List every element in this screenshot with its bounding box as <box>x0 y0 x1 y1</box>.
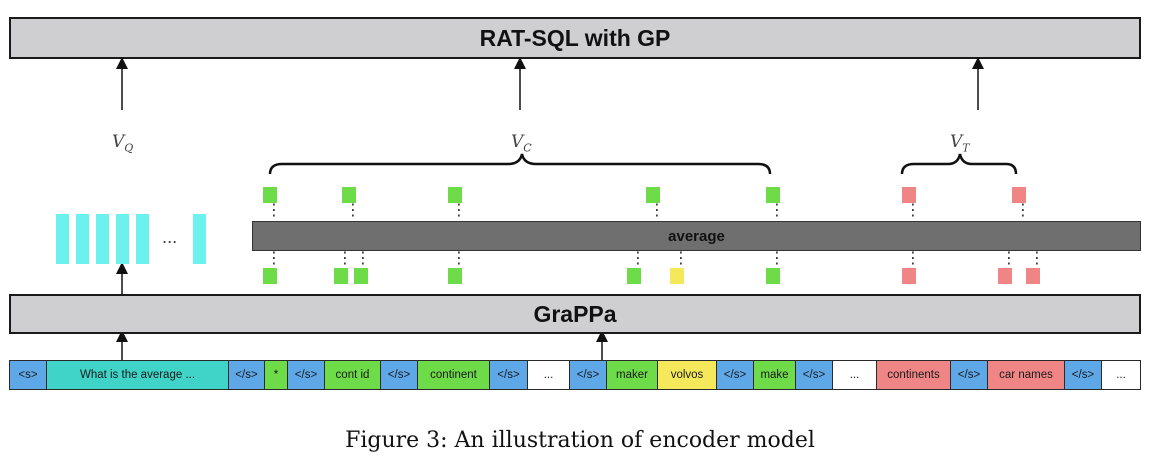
token-cell: </s> <box>287 360 325 390</box>
brace-vc <box>268 153 772 175</box>
vertical-dots: ⋮ <box>630 248 646 267</box>
token-cell: ... <box>832 360 877 390</box>
vertical-dots: ⋮ <box>266 200 282 219</box>
token-cell: </s> <box>380 360 418 390</box>
token-cell: What is the average ... <box>46 360 229 390</box>
token-cell: </s> <box>489 360 528 390</box>
column-output-square <box>766 187 780 203</box>
vt-label: VT <box>950 132 970 155</box>
token-cell: </s> <box>716 360 754 390</box>
question-embedding-bar <box>76 214 89 264</box>
average-bar: average <box>252 221 1141 251</box>
token-cell: maker <box>606 360 658 390</box>
vertical-dots: ⋮ <box>673 248 689 267</box>
token-cell: </s> <box>795 360 833 390</box>
table-output-square <box>1012 187 1026 203</box>
vq-label: VQ <box>112 132 134 155</box>
column-input-square <box>354 268 368 284</box>
vertical-dots: ⋮ <box>649 200 665 219</box>
question-ellipsis: ... <box>162 228 178 247</box>
vertical-dots: ⋮ <box>769 248 785 267</box>
vertical-dots: ⋮ <box>451 200 467 219</box>
column-input-square <box>263 268 277 284</box>
token-cell: continent <box>417 360 490 390</box>
token-cell: car names <box>987 360 1065 390</box>
column-output-square <box>448 187 462 203</box>
question-embedding-bar <box>96 214 109 264</box>
vertical-dots: ⋮ <box>769 200 785 219</box>
brace-vt <box>900 153 1018 175</box>
table-output-square <box>902 187 916 203</box>
token-cell: continents <box>876 360 951 390</box>
grappa-label: GraPPa <box>533 300 617 327</box>
rat-sql-label: RAT-SQL with GP <box>479 24 671 51</box>
table-input-square <box>998 268 1012 284</box>
question-embedding-bar <box>193 214 206 264</box>
question-embedding-bar <box>136 214 149 264</box>
column-output-square <box>263 187 277 203</box>
vertical-dots: ⋮ <box>1015 200 1031 219</box>
table-input-square <box>902 268 916 284</box>
token-cell: <s> <box>9 360 47 390</box>
token-cell: ... <box>1101 360 1141 390</box>
average-label: average <box>668 227 725 245</box>
vertical-dots: ⋮ <box>905 200 921 219</box>
table-input-square <box>1026 268 1040 284</box>
column-output-square <box>342 187 356 203</box>
vertical-dots: ⋮ <box>451 248 467 267</box>
column-input-square <box>766 268 780 284</box>
rat-sql-box: RAT-SQL with GP <box>9 17 1141 59</box>
token-cell: </s> <box>950 360 988 390</box>
vertical-dots: ⋮ <box>266 248 282 267</box>
column-input-square <box>448 268 462 284</box>
token-cell: make <box>753 360 796 390</box>
token-cell: ... <box>527 360 570 390</box>
vertical-dots: ⋮ <box>355 248 371 267</box>
token-cell: volvos <box>657 360 717 390</box>
vertical-dots: ⋮ <box>905 248 921 267</box>
vertical-dots: ⋮ <box>1001 248 1017 267</box>
token-cell: </s> <box>569 360 607 390</box>
question-embedding-bar <box>116 214 129 264</box>
token-cell: </s> <box>1064 360 1102 390</box>
token-cell: * <box>264 360 288 390</box>
column-input-square <box>627 268 641 284</box>
question-embedding-bar <box>56 214 69 264</box>
token-cell: </s> <box>228 360 265 390</box>
figure-caption: Figure 3: An illustration of encoder mod… <box>345 428 815 453</box>
vertical-dots: ⋮ <box>1029 248 1045 267</box>
grappa-box: GraPPa <box>9 294 1141 334</box>
column-output-square <box>646 187 660 203</box>
column-input-square <box>334 268 348 284</box>
vertical-dots: ⋮ <box>337 248 353 267</box>
value-input-square <box>670 268 684 284</box>
vc-label: VC <box>511 132 532 155</box>
vertical-dots: ⋮ <box>345 200 361 219</box>
token-cell: cont id <box>324 360 381 390</box>
